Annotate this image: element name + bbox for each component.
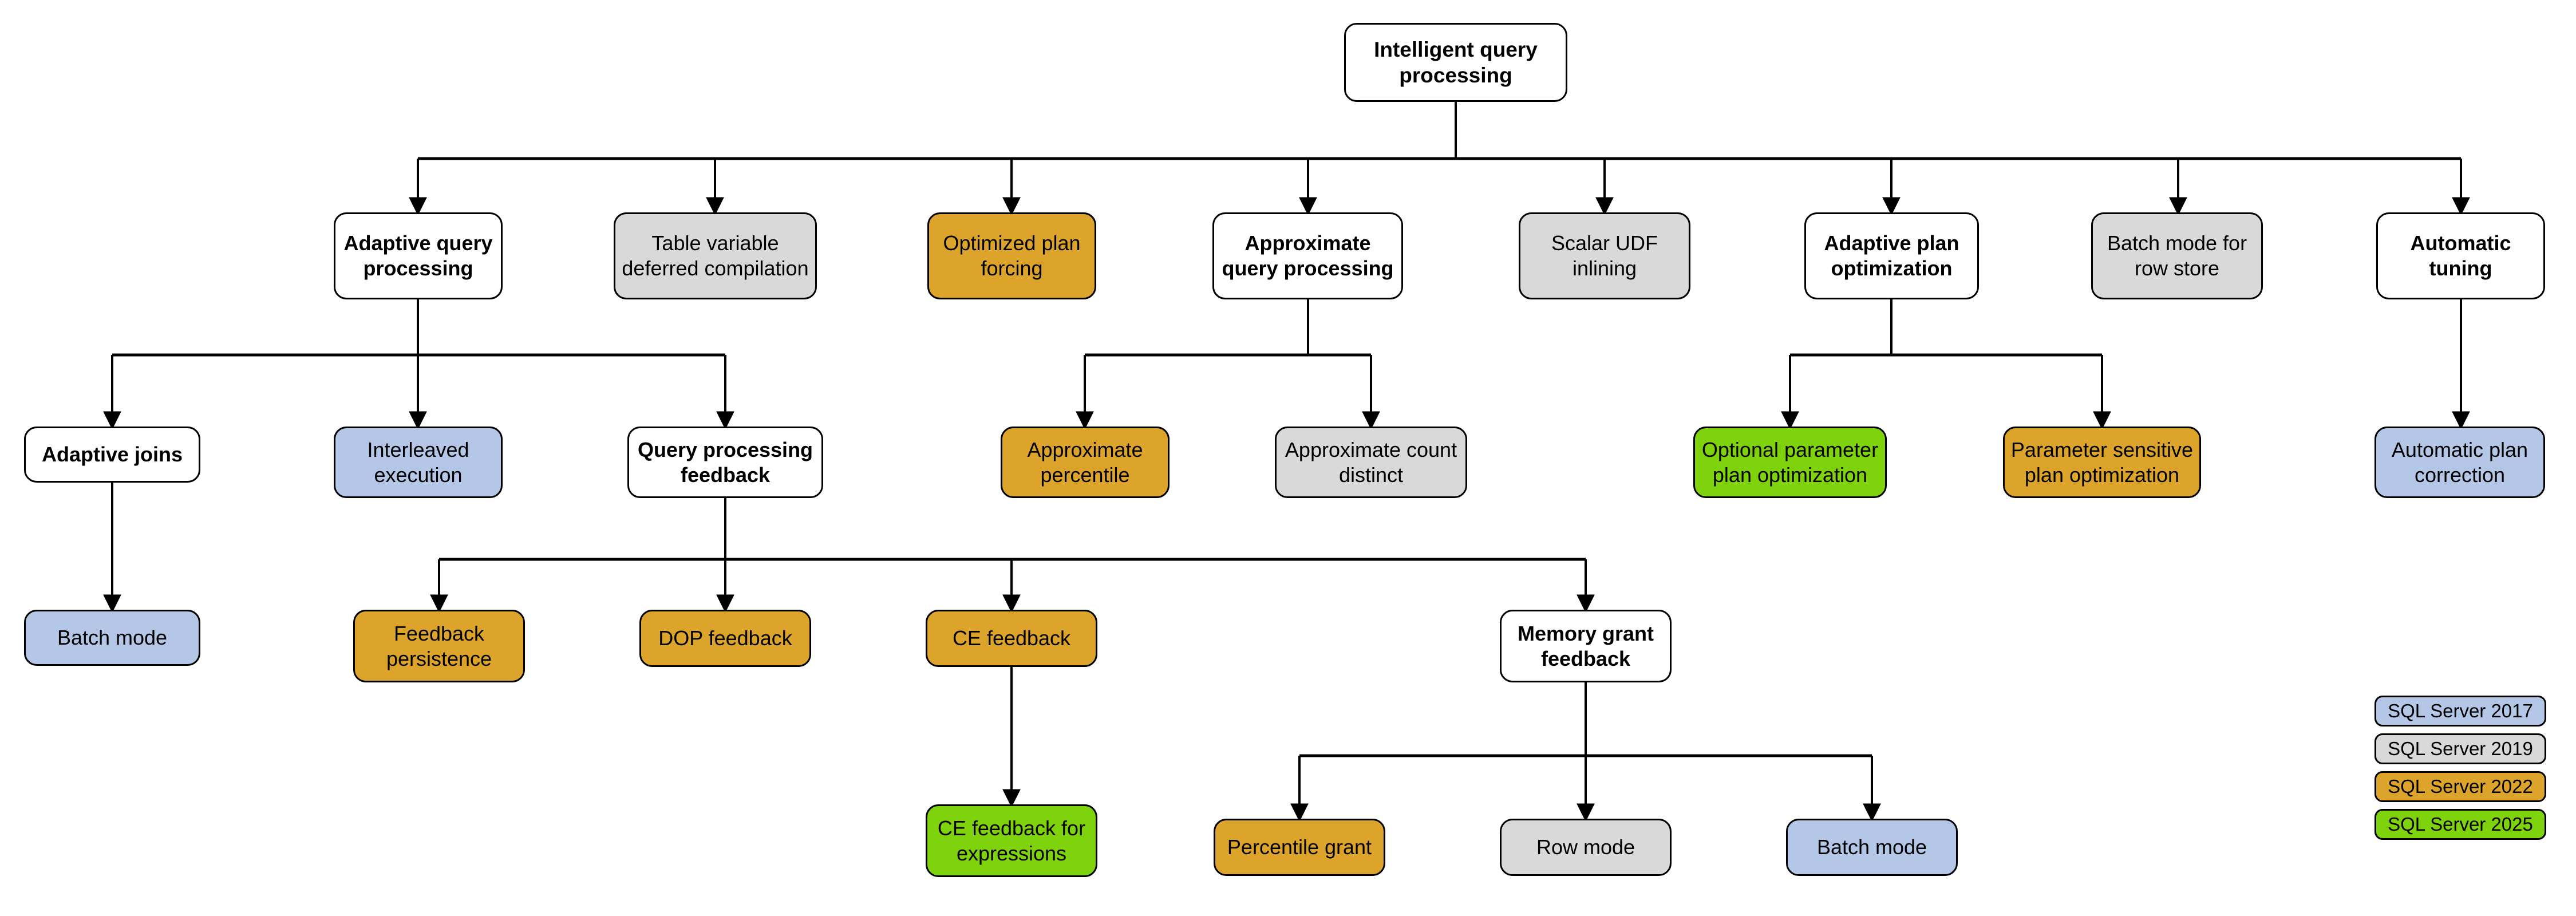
- node-label: Automatic plan correction: [2391, 437, 2528, 487]
- node-label: DOP feedback: [658, 626, 792, 650]
- node-label: Scalar UDF inlining: [1551, 231, 1658, 280]
- node-label: Adaptive plan optimization: [1824, 231, 1959, 280]
- node-label: Approximate percentile: [1027, 437, 1143, 487]
- node-table-variable-deferred-compilation[interactable]: Table variable deferred compilation: [614, 212, 817, 299]
- node-label: Query processing feedback: [637, 437, 813, 487]
- node-interleaved-execution[interactable]: Interleaved execution: [334, 427, 503, 498]
- node-batch-mode-for-row-store[interactable]: Batch mode for row store: [2091, 212, 2263, 299]
- node-label: Memory grant feedback: [1517, 621, 1654, 670]
- node-label: Approximate query processing: [1222, 231, 1394, 280]
- node-label: Adaptive joins: [41, 443, 183, 467]
- node-label: Batch mode: [1816, 835, 1927, 859]
- node-approximate-percentile[interactable]: Approximate percentile: [1001, 427, 1170, 498]
- node-label: Approximate count distinct: [1285, 437, 1457, 487]
- node-label: Optimized plan forcing: [943, 231, 1081, 280]
- node-memory-grant-feedback[interactable]: Memory grant feedback: [1500, 610, 1672, 682]
- node-dop-feedback[interactable]: DOP feedback: [639, 610, 811, 667]
- node-feedback-persistence[interactable]: Feedback persistence: [353, 610, 525, 682]
- node-approximate-count-distinct[interactable]: Approximate count distinct: [1275, 427, 1467, 498]
- node-adaptive-plan-optimization[interactable]: Adaptive plan optimization: [1804, 212, 1979, 299]
- node-optional-parameter-plan-optimization[interactable]: Optional parameter plan optimization: [1693, 427, 1887, 498]
- node-ce-feedback-for-expressions[interactable]: CE feedback for expressions: [926, 804, 1097, 877]
- legend-label: SQL Server 2019: [2388, 738, 2533, 759]
- node-label: Adaptive query processing: [343, 231, 493, 280]
- node-label: Automatic tuning: [2410, 231, 2511, 280]
- node-approximate-query-processing[interactable]: Approximate query processing: [1212, 212, 1403, 299]
- node-label: Table variable deferred compilation: [622, 231, 809, 280]
- node-label: Interleaved execution: [367, 437, 469, 487]
- legend-item-sql-server-2017: SQL Server 2017: [2374, 696, 2546, 727]
- node-adaptive-joins[interactable]: Adaptive joins: [24, 427, 200, 483]
- node-label: Feedback persistence: [386, 621, 492, 670]
- node-adaptive-query-processing[interactable]: Adaptive query processing: [334, 212, 503, 299]
- node-batch-mode-adaptive-joins[interactable]: Batch mode: [24, 610, 200, 666]
- legend-label: SQL Server 2025: [2388, 814, 2533, 835]
- legend-item-sql-server-2025: SQL Server 2025: [2374, 809, 2546, 840]
- legend-item-sql-server-2019: SQL Server 2019: [2374, 733, 2546, 764]
- version-legend: SQL Server 2017 SQL Server 2019 SQL Serv…: [2374, 696, 2546, 840]
- node-query-processing-feedback[interactable]: Query processing feedback: [627, 427, 823, 498]
- node-scalar-udf-inlining[interactable]: Scalar UDF inlining: [1519, 212, 1690, 299]
- node-automatic-tuning[interactable]: Automatic tuning: [2376, 212, 2545, 299]
- legend-label: SQL Server 2022: [2388, 776, 2533, 797]
- node-label: Row mode: [1536, 835, 1635, 859]
- node-label: CE feedback for expressions: [937, 816, 1086, 865]
- legend-label: SQL Server 2017: [2388, 700, 2533, 721]
- node-label: Parameter sensitive plan optimization: [2010, 437, 2194, 487]
- node-label: Optional parameter plan optimization: [1701, 437, 1879, 487]
- node-automatic-plan-correction[interactable]: Automatic plan correction: [2374, 427, 2545, 498]
- legend-item-sql-server-2022: SQL Server 2022: [2374, 771, 2546, 802]
- node-percentile-grant[interactable]: Percentile grant: [1214, 819, 1385, 876]
- node-parameter-sensitive-plan-optimization[interactable]: Parameter sensitive plan optimization: [2003, 427, 2201, 498]
- node-label: Batch mode for row store: [2107, 231, 2247, 280]
- node-label: CE feedback: [952, 626, 1071, 650]
- node-label: Percentile grant: [1227, 835, 1372, 859]
- node-optimized-plan-forcing[interactable]: Optimized plan forcing: [927, 212, 1096, 299]
- node-ce-feedback[interactable]: CE feedback: [926, 610, 1097, 667]
- node-label: Batch mode: [57, 626, 168, 650]
- node-label: Intelligent query processing: [1374, 37, 1538, 87]
- node-row-mode[interactable]: Row mode: [1500, 819, 1672, 876]
- node-intelligent-query-processing[interactable]: Intelligent query processing: [1344, 23, 1567, 102]
- node-batch-mode-memory-grant[interactable]: Batch mode: [1786, 819, 1958, 876]
